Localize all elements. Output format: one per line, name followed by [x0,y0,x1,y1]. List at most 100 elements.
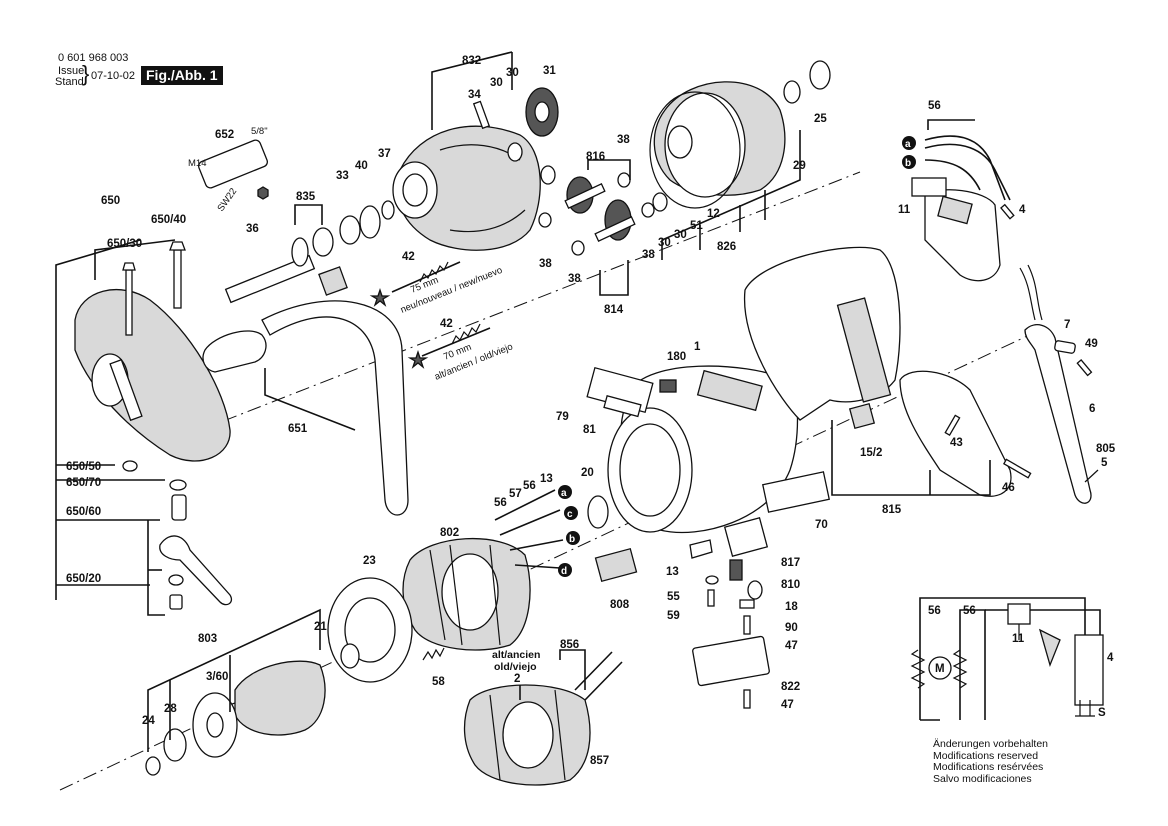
label-79: 79 [556,411,569,423]
seal-20-part [587,495,609,529]
label-15-2: 15/2 [860,447,882,459]
label-650-50: 650/50 [66,461,101,473]
plate-90-part [739,599,755,609]
pad-15-2-part [848,402,876,430]
label-28: 28 [164,703,177,715]
wire-856a [574,651,613,691]
label-25: 25 [814,113,827,125]
schematic-label-56b: 56 [963,605,976,617]
label-18: 18 [785,601,798,613]
star-marker-old [407,349,429,369]
label-38b: 38 [539,258,552,270]
label-21: 21 [314,621,327,633]
label-1: 1 [694,341,701,353]
screw-47a-part [743,615,751,635]
screw-49-part [1076,359,1093,377]
schematic-label-11: 11 [1012,633,1025,645]
spring-washer-part [168,574,184,586]
bearing-24-part [145,756,161,776]
label-650-60: 650/60 [66,506,101,518]
schematic-label-s: S [1098,707,1106,719]
spring-18-part [747,580,763,600]
label-57: 57 [509,488,522,500]
label-42b: 42 [440,318,453,330]
label-650-40: 650/40 [151,214,186,226]
label-47a: 47 [785,640,798,652]
ring-25-part [809,60,831,90]
label-856: 856 [560,639,579,651]
label-5: 5 [1101,457,1108,469]
annotation-sw22: SW22 [215,186,239,214]
switch-part [924,189,1001,282]
washer-38b-part [538,212,552,228]
plate-81-part [603,395,642,418]
marker-a-upper: a [905,139,911,150]
bolt-650-30-part [125,269,133,336]
label-826: 826 [717,241,736,253]
marker-circles [558,136,916,577]
label-36: 36 [246,223,259,235]
handle-tube-651-part [202,300,409,516]
reference-line-upper [174,171,861,441]
label-37: 37 [378,148,391,160]
label-822: 822 [781,681,800,693]
label-832: 832 [462,55,481,67]
label-47b: 47 [781,699,794,711]
schematic-motor-m: M [935,663,945,675]
bolt-650-40-head [169,241,186,251]
nut-650-50-part [122,460,138,472]
label-814: 814 [604,304,624,316]
label-652: 652 [215,129,234,141]
label-6: 6 [1089,403,1095,415]
washer-38a-part [617,172,631,188]
star-marker-new [369,287,391,307]
bearing-30b-part [540,165,556,185]
lead-56-c [514,564,561,569]
cover-822-part [692,635,770,687]
figure-label: Fig./Abb. 1 [141,66,223,85]
label-58: 58 [432,676,445,688]
screw-46-part [1002,458,1032,479]
label-857: 857 [590,755,609,767]
label-90: 90 [785,622,798,634]
label-70-part [761,471,831,513]
annotation-m14: M14 [188,158,206,169]
label-56c: 56 [523,480,536,492]
bearing-40-part [359,205,381,239]
part-labels: 832 30 30 31 34 25 652 37 40 33 835 36 6… [66,55,1116,767]
aux-handle-part [74,288,231,462]
schematic-label-4: 4 [1107,652,1114,664]
screw-4-part [1000,203,1015,220]
label-40: 40 [355,160,368,172]
bearing-30a-part [507,142,523,162]
bearing-21-part [340,643,360,669]
label-13b: 13 [666,566,679,578]
washer-55-part [705,575,719,585]
label-12: 12 [707,208,720,220]
label-808-part [594,547,638,583]
label-650-70: 650/70 [66,477,101,489]
marker-b-upper: b [905,158,911,169]
bracket-lines [55,51,1099,752]
label-56b: 56 [494,497,507,509]
flange-housing-part [649,81,786,209]
cable-sleeve-6-part [1019,264,1092,504]
marker-d: d [561,566,567,577]
issue-date: 07-10-02 [91,70,136,82]
label-70: 70 [815,519,828,531]
label-38a: 38 [617,134,630,146]
label-180-part [659,379,677,393]
lead-56-b [499,509,561,536]
note-english: Modifications reserved [933,749,1039,762]
note-french: Modifications resérvées [933,761,1044,773]
ring-29-part [783,80,801,104]
screw-47b-part [743,689,751,709]
gear-shaft-816-part [564,176,606,214]
label-29: 29 [793,160,806,172]
label-651: 651 [288,423,308,435]
fan-baffle-23-part [327,577,413,683]
stator-2-part [463,684,591,786]
label-815: 815 [882,504,902,516]
spring-42-old-part [421,323,491,357]
label-20: 20 [581,467,594,479]
